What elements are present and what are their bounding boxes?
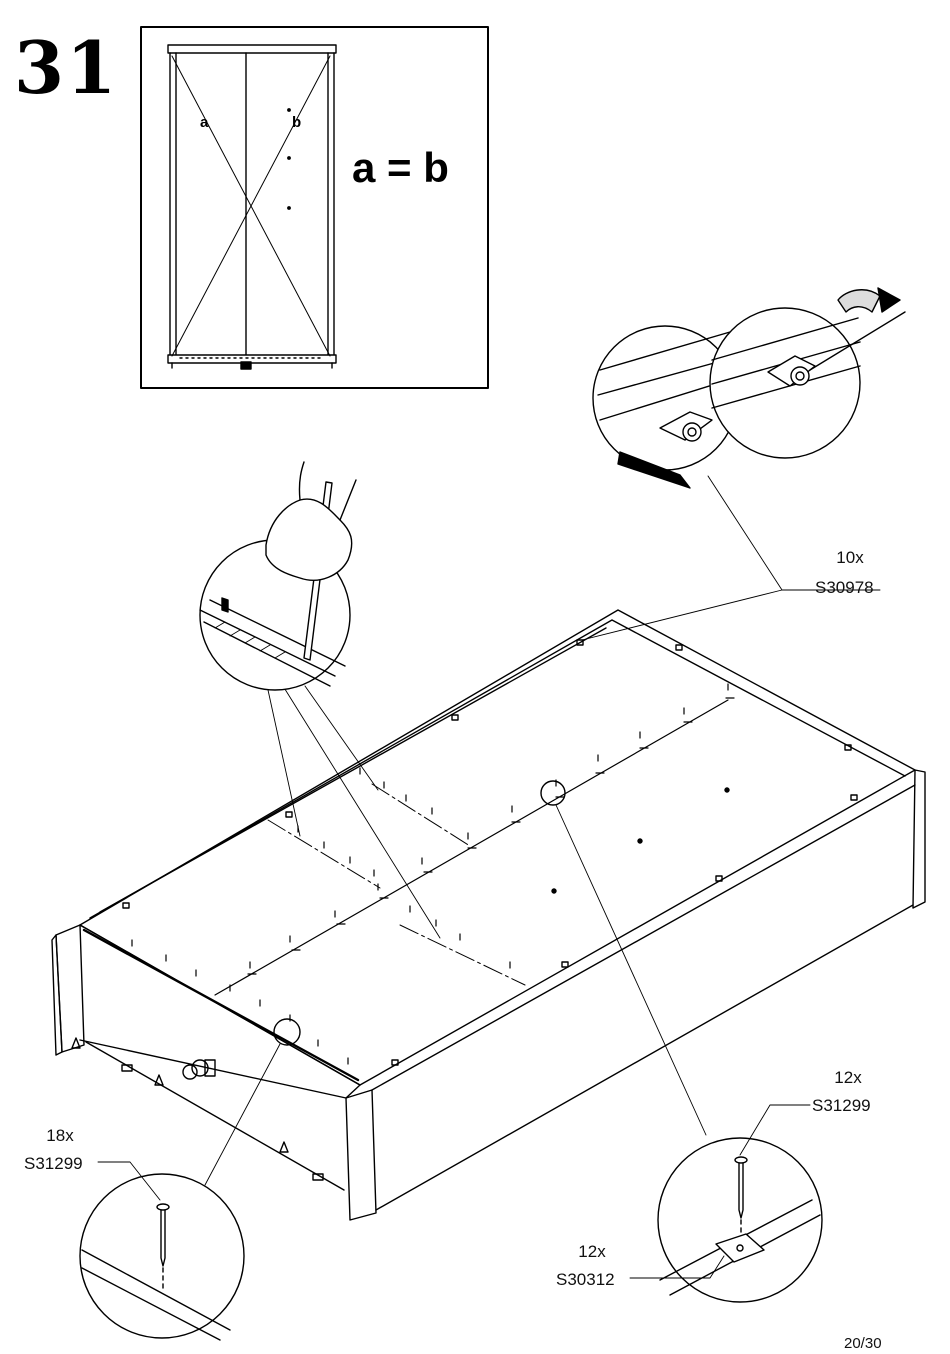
diagonal-check-inset: [140, 26, 489, 389]
cam-lock-inset-left: [592, 325, 738, 489]
nails-side-quantity: 18x: [46, 1126, 74, 1145]
cam-lock-part-code: S30978: [815, 578, 874, 597]
cam-lock-quantity: 10x: [836, 548, 864, 567]
plate-part-code: S30312: [556, 1270, 615, 1289]
step-number: 31: [14, 25, 119, 110]
nail-icon: [156, 1203, 170, 1211]
plate-quantity: 12x: [578, 1242, 606, 1261]
measuring-inset: [199, 461, 357, 691]
nails-side-part-code: S31299: [24, 1154, 83, 1173]
page-number: 20/30: [844, 1335, 882, 1352]
rotation-arrow-icon: [837, 289, 881, 313]
screwdriver-icon: [809, 311, 906, 371]
connector-plate-icon: [715, 1233, 765, 1263]
cam-fittings: [122, 639, 858, 1066]
push-arrow-icon: [617, 451, 691, 489]
nails-plate-part-code: S31299: [812, 1096, 871, 1115]
nail-inset-left: [79, 1161, 245, 1341]
diagonal-label-a: a: [200, 114, 209, 131]
diagonal-label-b: b: [292, 114, 302, 131]
nail-marks: [131, 683, 735, 1065]
wardrobe-body: [51, 609, 926, 1221]
diagonal-equation: a = b: [352, 144, 449, 191]
cam-lock-inset-right: [709, 287, 906, 459]
nail-plate-inset: [629, 1104, 823, 1303]
nails-plate-quantity: 12x: [834, 1068, 862, 1087]
